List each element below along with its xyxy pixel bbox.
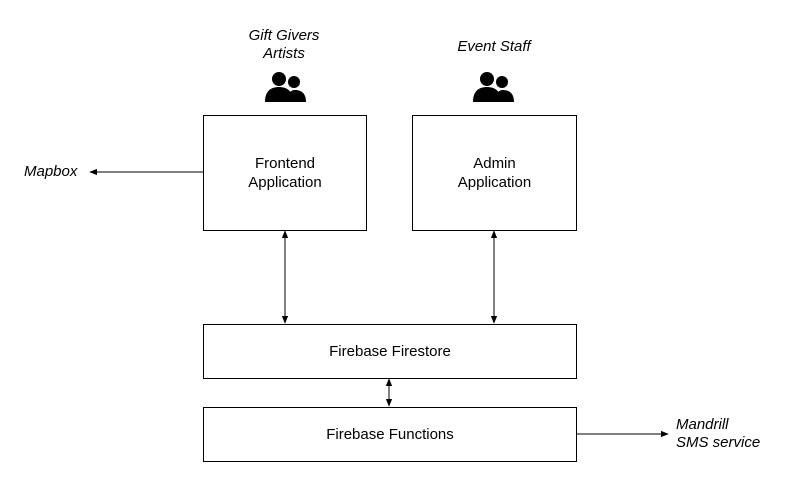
users-icon xyxy=(265,72,306,102)
admin-application-box: Admin Application xyxy=(412,115,577,231)
frontend-box-line2: Application xyxy=(248,174,322,191)
firebase-firestore-box: Firebase Firestore xyxy=(203,324,577,379)
firebase-functions-box: Firebase Functions xyxy=(203,407,577,462)
mapbox-text: Mapbox xyxy=(24,163,78,180)
actor-event-staff: Event Staff xyxy=(457,38,531,55)
actor-artists: Artists xyxy=(263,45,305,62)
actor-gift-givers: Gift Givers xyxy=(248,27,320,44)
firestore-label: Firebase Firestore xyxy=(329,343,451,360)
users-icon xyxy=(473,72,514,102)
sms-service-text: SMS service xyxy=(676,434,761,451)
frontend-users-label: Gift Givers Artists xyxy=(238,27,330,63)
frontend-box-line1: Frontend xyxy=(254,155,316,172)
admin-users-label: Event Staff xyxy=(445,38,543,56)
functions-label: Firebase Functions xyxy=(326,426,454,443)
admin-box-line1: Admin xyxy=(473,155,516,172)
frontend-application-box: Frontend Application xyxy=(203,115,367,231)
mandrill-text: Mandrill xyxy=(676,416,729,433)
mapbox-label: Mapbox xyxy=(24,163,77,181)
admin-box-line2: Application xyxy=(457,174,532,191)
mandrill-label: Mandrill SMS service xyxy=(676,416,760,452)
